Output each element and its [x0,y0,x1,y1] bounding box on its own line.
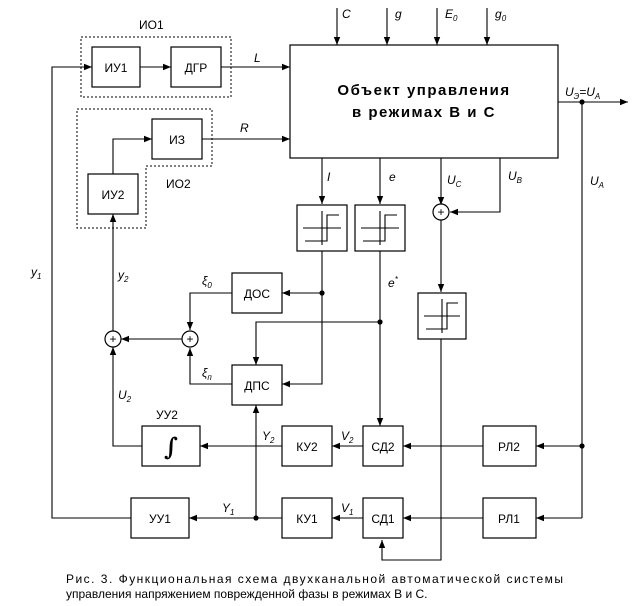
relay-characteristic-u [424,299,460,333]
signal-V2: V2 [341,429,354,445]
sd1-label: СД1 [371,512,395,526]
signal-L: L [254,51,261,65]
uu2-label: УУ2 [156,408,178,422]
signal-Y2: Y2 [262,429,275,445]
signal-V1: V1 [341,501,353,517]
io2-label: ИО2 [166,177,191,191]
signal-y2: y2 [117,268,129,284]
object-block [289,44,559,159]
sd2-label: СД2 [371,440,395,454]
input-g-label: g [395,7,402,21]
relay-characteristic-e [361,211,399,245]
signal-xi0: ξ0 [202,274,212,290]
input-c-label: C [342,7,351,21]
signal-uc: UC [447,173,462,189]
dps-to-sum [186,348,232,385]
signal-I: I [327,170,331,184]
iu1-label: ИУ1 [105,61,128,75]
integrator-to-sum-y2 [109,347,142,447]
dps-label: ДПС [244,379,270,393]
iz-block [151,118,203,160]
signal-y1: y1 [30,265,41,281]
integrator-symbol: ∫ [164,432,178,461]
ku2-label: КУ2 [296,440,318,454]
dgr-label: ДГР [185,61,208,75]
ku2-block [281,425,333,467]
dos-block [231,272,283,314]
signal-ub-line [450,158,501,216]
iu2-block [87,173,139,215]
rl2-block [482,425,537,467]
signal-xip: ξп [202,366,212,382]
signal-Y1: Y1 [222,501,234,517]
output-label: UЭ=UA [565,85,600,101]
iu2-label: ИУ2 [102,188,125,202]
dos-label: ДОС [244,287,270,301]
iz-label: ИЗ [169,133,185,147]
signal-estar: e* [388,275,399,290]
signal-e: e [389,170,396,184]
sd1-block [362,497,404,539]
relay3-to-sd1 [378,339,442,561]
sum-xi-symbol: + [186,332,193,346]
sd2-block [362,425,404,467]
input-g0-label: g0 [495,7,507,23]
input-e0-label: E0 [445,7,458,23]
rl1-label: РЛ1 [498,512,520,526]
ua-label: UA [590,174,604,190]
io2-group [76,108,213,229]
estar-to-dps [252,321,380,365]
signal-U2: U2 [118,388,132,404]
object-title-line1: Объект управления [337,82,510,99]
rl2-label: РЛ2 [498,440,520,454]
object-title-line2: в режимах В и С [352,104,496,121]
ku1-label: КУ1 [296,512,318,526]
relay-characteristic-I [303,211,341,245]
iu2-to-iz [112,135,152,174]
rl1-block [482,497,537,539]
y1-to-iu1 [51,63,131,519]
ku1-block [281,497,333,539]
iu1-block [91,46,141,88]
signal-ub: UB [508,169,523,185]
sum-uc-ub-symbol: + [437,205,444,219]
uu1-block [130,497,190,539]
I-to-dps [282,251,323,388]
dos-to-sum [186,292,232,330]
signal-R: R [240,121,249,135]
caption-line2: управления напряжением поврежденной фазы… [66,587,428,601]
sum-y2-symbol: + [109,332,116,346]
io1-label: ИО1 [139,18,164,32]
uu1-label: УУ1 [149,512,171,526]
caption-line1: Рис. 3. Функциональная схема двухканальн… [66,572,563,586]
